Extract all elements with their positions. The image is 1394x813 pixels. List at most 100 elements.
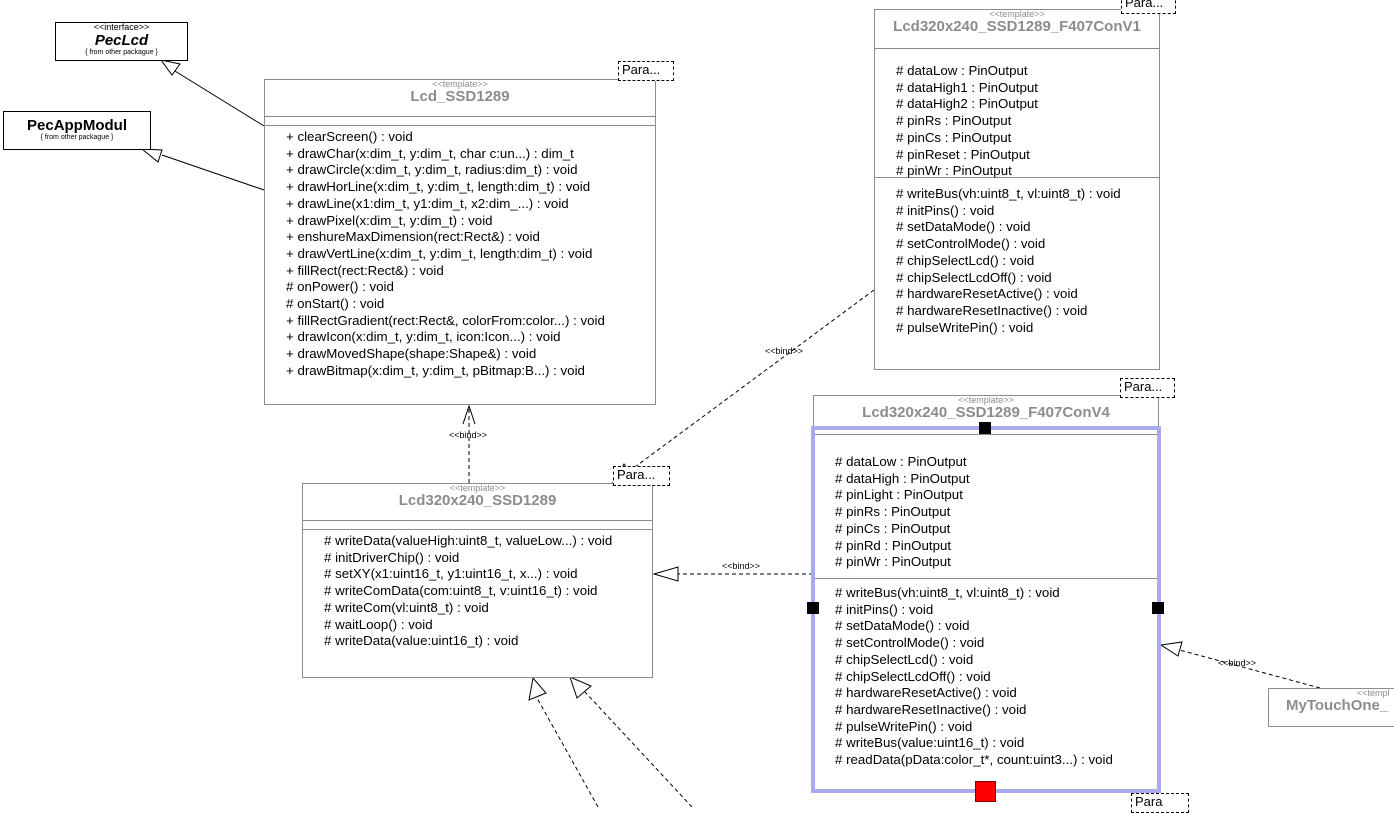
bind-label-lcd-ssd1289: <<bind>> <box>449 430 488 440</box>
generalization-line-pecappmodul <box>161 154 265 191</box>
operation[interactable]: + drawBitmap(x:dim_t, y:dim_t, pBitmap:B… <box>286 362 585 378</box>
operation[interactable]: # writeBus(vh:uint8_t, vl:uint8_t) : voi… <box>896 186 1121 201</box>
class-lcd320x240-ssd1289[interactable]: <<template>> Lcd320x240_SSD1289 # writeD… <box>302 483 653 678</box>
operation[interactable]: + fillRect(rect:Rect&) : void <box>286 262 444 278</box>
operation[interactable]: # writeComData(com:uint8_t, v:uint16_t) … <box>324 583 598 599</box>
resize-handle-left[interactable] <box>807 602 819 614</box>
attribute[interactable]: # dataHigh1 : PinOutput <box>896 79 1038 95</box>
source-package-label: { from other packague } <box>40 134 114 141</box>
class-lcd-ssd1289[interactable]: <<template>> Lcd_SSD1289 + clearScreen()… <box>264 79 656 405</box>
operation[interactable]: # hardwareResetActive() : void <box>835 685 1017 701</box>
class-name: PecLcd <box>94 32 149 49</box>
bind-arrowhead-mytouchone <box>1159 641 1183 657</box>
class-peclcd[interactable]: <<interface>> PecLcd { from other packag… <box>55 22 188 61</box>
operation[interactable]: # initPins() : void <box>896 202 995 218</box>
operation[interactable]: + drawChar(x:dim_t, y:dim_t, char c:un..… <box>286 145 574 161</box>
operation[interactable]: + enshureMaxDimension(rect:Rect&) : void <box>286 229 540 245</box>
bind-arrowhead-conv4 <box>652 566 679 582</box>
operation[interactable]: + drawHorLine(x:dim_t, y:dim_t, length:d… <box>286 179 591 195</box>
class-name: Lcd320x240_SSD1289_F407ConV4 <box>862 404 1110 421</box>
stereotype-label: <<template>> <box>449 483 506 493</box>
resize-handle-top[interactable] <box>979 422 991 434</box>
template-parameter-box[interactable]: Para... <box>1121 0 1176 14</box>
class-name: PecAppModul <box>27 117 127 134</box>
operation[interactable]: # pulseWritePin() : void <box>835 718 973 734</box>
operation[interactable]: # waitLoop() : void <box>324 616 433 632</box>
operation[interactable]: + drawPixel(x:dim_t, y:dim_t) : void <box>286 212 493 228</box>
attribute[interactable]: # pinWr : PinOutput <box>835 554 951 570</box>
class-pecappmodul[interactable]: PecAppModul { from other packague } <box>3 111 151 150</box>
operation[interactable]: + drawLine(x1:dim_t, y1:dim_t, x2:dim_..… <box>286 195 569 211</box>
operation[interactable]: # setDataMode() : void <box>835 618 970 634</box>
operations-compartment: # writeData(valueHigh:uint8_t, valueLow.… <box>303 530 652 650</box>
attribute[interactable]: # dataLow : PinOutput <box>835 454 967 469</box>
operation[interactable]: # hardwareResetInactive() : void <box>896 302 1088 318</box>
attribute[interactable]: # pinRs : PinOutput <box>835 504 951 520</box>
template-parameter-box[interactable]: Para... <box>613 466 670 486</box>
operation[interactable]: # chipSelectLcdOff() : void <box>896 269 1052 285</box>
attribute[interactable]: # pinCs : PinOutput <box>896 129 1012 145</box>
template-parameter-box[interactable]: Para... <box>1120 378 1175 398</box>
operations-separator <box>814 578 1158 579</box>
operation[interactable]: # setControlMode() : void <box>896 236 1046 252</box>
operation[interactable]: # chipSelectLcd() : void <box>835 651 974 667</box>
stereotype-label: <<template>> <box>989 9 1045 19</box>
attribute[interactable]: # pinRs : PinOutput <box>896 113 1012 129</box>
class-lcd320x240-ssd1289-f407conv4[interactable]: <<template>> Lcd320x240_SSD1289_F407ConV… <box>813 395 1159 792</box>
generalization-arrowhead-pecappmodul <box>140 148 163 163</box>
operation[interactable]: # chipSelectLcdOff() : void <box>835 668 991 684</box>
attribute[interactable]: # pinRd : PinOutput <box>835 537 952 553</box>
attribute[interactable]: # pinCs : PinOutput <box>835 520 951 536</box>
operation[interactable]: # setXY(x1:uint16_t, y1:uint16_t, x...) … <box>324 566 578 582</box>
operation[interactable]: # writeData(value:uint16_t) : void <box>324 633 519 649</box>
operation[interactable]: # onPower() : void <box>286 279 394 295</box>
resize-handle-right[interactable] <box>1152 602 1164 614</box>
attributes-compartment: # dataLow : PinOutput# dataHigh : PinOut… <box>814 435 1158 578</box>
generalization-line-below-2 <box>584 691 693 807</box>
operation[interactable]: + drawIcon(x:dim_t, y:dim_t, icon:Icon..… <box>286 329 561 345</box>
attributes-compartment: # dataLow : PinOutput# dataHigh1 : PinOu… <box>875 49 1159 179</box>
class-mytouchone[interactable]: <<templ MyTouchOne_ <box>1268 688 1394 727</box>
class-name: Lcd320x240_SSD1289_F407ConV1 <box>893 18 1141 35</box>
operation[interactable]: # initDriverChip() : void <box>324 549 460 565</box>
operations-separator <box>875 177 1159 178</box>
resize-handle-bottom-active[interactable] <box>975 781 996 802</box>
template-parameter-box[interactable]: Para... <box>618 61 674 81</box>
attribute[interactable]: # pinReset : PinOutput <box>896 146 1030 162</box>
attribute[interactable]: # pinWr : PinOutput <box>896 163 1012 179</box>
operations-separator <box>303 529 652 530</box>
operation[interactable]: + drawVertLine(x:dim_t, y:dim_t, length:… <box>286 245 593 261</box>
operation[interactable]: # initPins() : void <box>835 601 934 617</box>
operation[interactable]: # writeData(valueHigh:uint8_t, valueLow.… <box>324 533 613 548</box>
source-package-label: { from other packague } <box>85 49 158 56</box>
operation[interactable]: + drawMovedShape(shape:Shape&) : void <box>286 346 537 362</box>
operation[interactable]: + clearScreen() : void <box>286 129 413 144</box>
operation[interactable]: # chipSelectLcd() : void <box>896 252 1035 268</box>
operation[interactable]: # writeBus(vh:uint8_t, vl:uint8_t) : voi… <box>835 585 1060 600</box>
operation[interactable]: + fillRectGradient(rect:Rect&, colorFrom… <box>286 312 605 328</box>
template-parameter-box-bottom[interactable]: Para <box>1131 793 1189 813</box>
class-lcd320x240-ssd1289-f407conv1[interactable]: <<template>> Lcd320x240_SSD1289_F407ConV… <box>874 9 1160 370</box>
operation[interactable]: # setControlMode() : void <box>835 635 985 651</box>
operation[interactable]: # setDataMode() : void <box>896 219 1031 235</box>
bind-arrowhead-lcd-ssd1289 <box>462 404 476 425</box>
operation[interactable]: # hardwareResetActive() : void <box>896 286 1078 302</box>
operation[interactable]: # writeCom(vl:uint8_t) : void <box>324 599 489 615</box>
operation[interactable]: # pulseWritePin() : void <box>896 319 1034 335</box>
operations-compartment: + clearScreen() : void+ drawChar(x:dim_t… <box>265 126 655 380</box>
operations-compartment: # writeBus(vh:uint8_t, vl:uint8_t) : voi… <box>814 579 1158 769</box>
attribute[interactable]: # dataHigh : PinOutput <box>835 470 970 486</box>
operations-compartment: # writeBus(vh:uint8_t, vl:uint8_t) : voi… <box>875 178 1159 336</box>
operation[interactable]: # writeBus(value:uint16_t) : void <box>835 735 1025 751</box>
attribute[interactable]: # pinLight : PinOutput <box>835 487 963 503</box>
operation[interactable]: # readData(pData:color_t*, count:uint3..… <box>835 752 1113 768</box>
attribute[interactable]: # dataLow : PinOutput <box>896 63 1028 78</box>
operation[interactable]: # onStart() : void <box>286 296 385 312</box>
class-name: Lcd320x240_SSD1289 <box>398 492 557 509</box>
class-name: Lcd_SSD1289 <box>410 88 510 105</box>
bind-line-conv1 <box>611 289 875 485</box>
attribute[interactable]: # dataHigh2 : PinOutput <box>896 96 1038 112</box>
generalization-line-below-1 <box>536 697 599 807</box>
operation[interactable]: + drawCircle(x:dim_t, y:dim_t, radius:di… <box>286 162 578 178</box>
operation[interactable]: # hardwareResetInactive() : void <box>835 701 1027 717</box>
